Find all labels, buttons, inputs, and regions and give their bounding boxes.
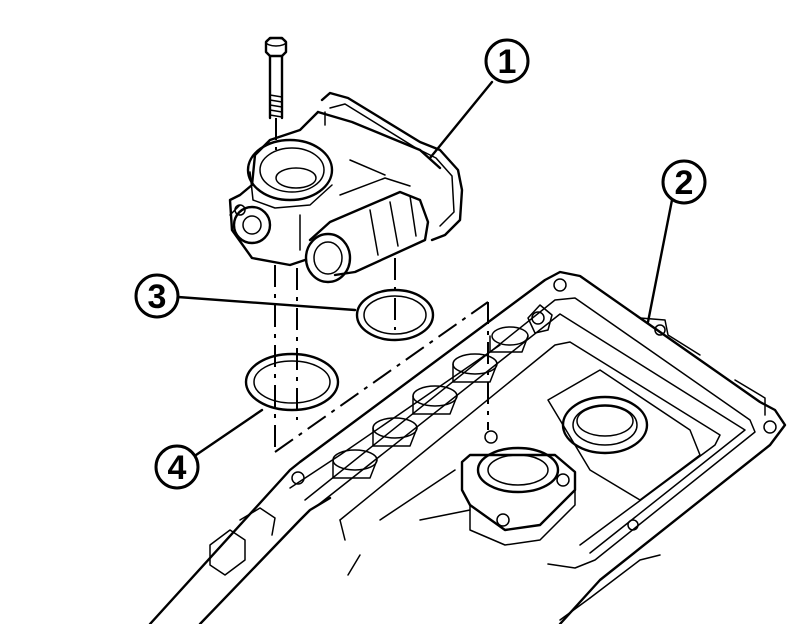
alignment-lines [274,258,489,453]
throttle-body [228,91,464,284]
callout-4: 4 [154,444,200,490]
cylinder-head-cover [148,270,787,624]
callout-3: 3 [134,273,180,319]
o-ring-gasket-4 [244,352,340,412]
intake-runners [209,304,553,576]
leader-lines [176,80,674,457]
mounting-bolt [264,36,288,150]
callout-3-label: 3 [148,278,167,316]
callout-2: 2 [661,159,707,205]
callout-4-label: 4 [168,449,187,487]
callout-1-label: 1 [498,43,517,81]
callout-2-label: 2 [675,164,694,202]
callout-1: 1 [484,38,530,84]
